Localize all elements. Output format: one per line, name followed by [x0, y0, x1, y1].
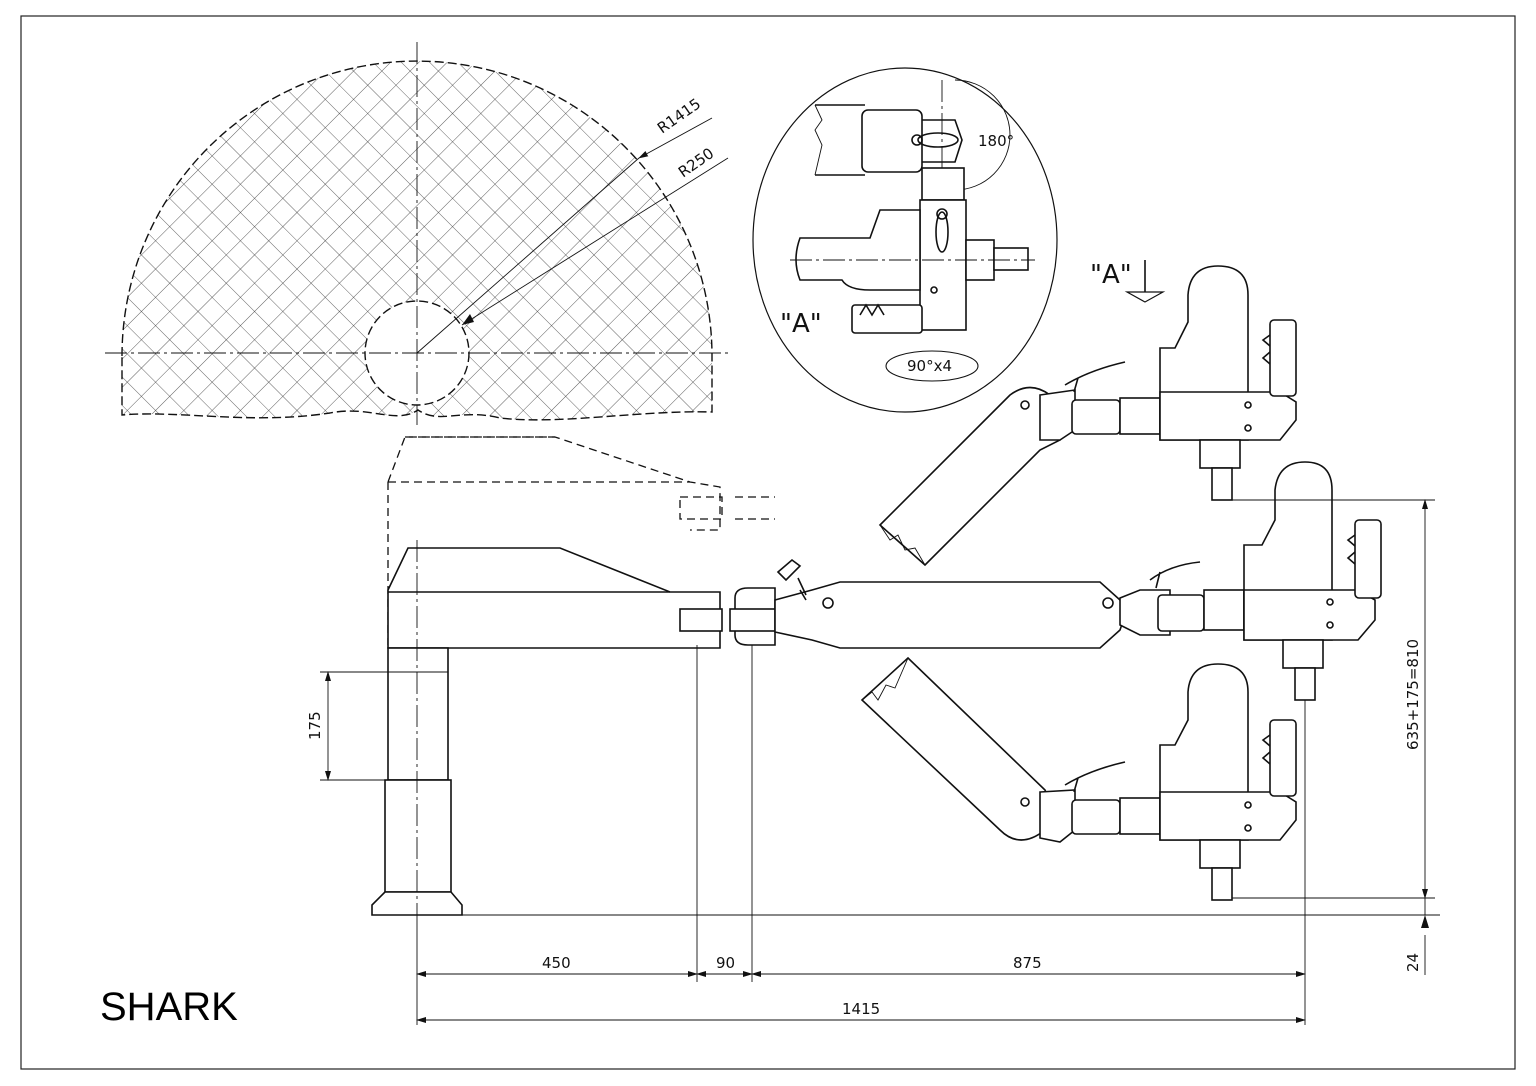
drawing-title: SHARK: [100, 985, 238, 1029]
dim-24: 24: [1404, 953, 1422, 972]
dim-1415: 1415: [842, 1000, 880, 1018]
working-area: R1415 R250: [105, 42, 729, 425]
dim-total-height: 635+175=810: [1404, 639, 1422, 750]
lower-position: [860, 656, 1297, 901]
label-view-a: "A": [780, 309, 822, 339]
drawing-frame: [20, 15, 1516, 1070]
detail-view-a: 180° 90°x4 "A": [752, 67, 1058, 413]
label-r1415: R1415: [654, 95, 704, 138]
label-rotation-90x4: 90°x4: [907, 357, 952, 375]
column-and-first-arm: [371, 540, 776, 925]
label-angle-180: 180°: [978, 132, 1014, 150]
dim-175: 175: [306, 711, 324, 740]
svg-text:"A": "A": [1090, 260, 1132, 290]
tool-middle: [1203, 461, 1382, 701]
label-r250: R250: [675, 144, 717, 181]
view-a-marker: "A": [1090, 260, 1166, 303]
dim-450: 450: [542, 954, 571, 972]
dim-90: 90: [716, 954, 735, 972]
dimension-lines: 175 450 90 875 1415 635+175=810 24: [306, 499, 1440, 1025]
dim-875: 875: [1013, 954, 1042, 972]
upper-position: [878, 265, 1297, 567]
second-arm: [774, 558, 1205, 649]
